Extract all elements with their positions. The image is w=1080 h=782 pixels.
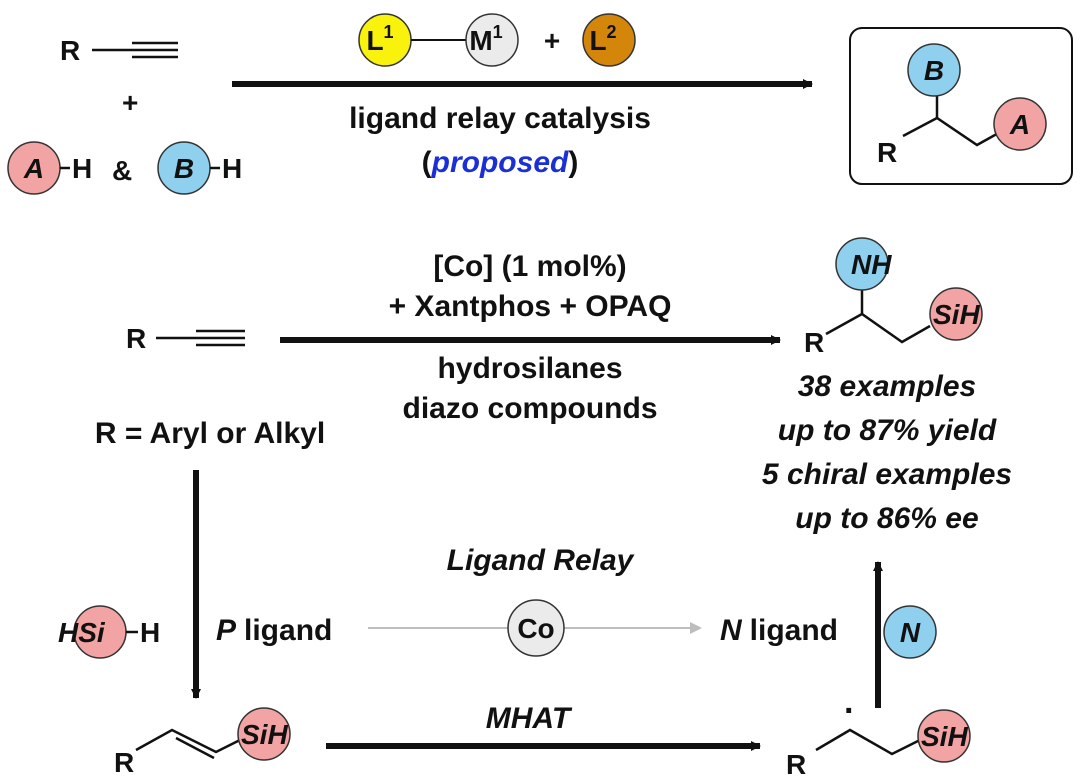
vinylsilane-skeleton — [135, 728, 245, 760]
catalysis-label: ligand relay catalysis — [349, 102, 651, 135]
metal-1-circle — [465, 13, 519, 67]
hsi-h: H — [140, 617, 160, 648]
mid-alkyne-triple-bond — [156, 329, 245, 347]
stat-chiral: 5 chiral examples — [762, 458, 1012, 491]
relay-arrowhead — [690, 622, 702, 634]
sih-circle — [929, 287, 983, 341]
mid-product-r: R — [804, 327, 824, 358]
reagent-a-h: H — [72, 153, 92, 184]
sih-label: SiH — [933, 299, 980, 330]
metal-1-label: M1 — [469, 22, 502, 56]
product-b-label: B — [924, 55, 944, 86]
product-a-circle — [993, 97, 1047, 151]
ligand-2-label: L2 — [589, 22, 616, 56]
radical-r-label: R — [786, 749, 806, 780]
ampersand: & — [112, 155, 132, 186]
catalyst-plus: + — [544, 25, 560, 56]
top-alkyne-triple-bond — [92, 41, 178, 59]
proposed-product-box — [849, 27, 1073, 185]
top-plus: + — [122, 87, 138, 118]
stat-ee: up to 86% ee — [795, 502, 978, 535]
ligand-1-label: L1 — [366, 22, 393, 56]
ligand-2-circle — [582, 13, 636, 67]
n-circle — [883, 605, 937, 659]
proposed-label: (proposed) — [422, 146, 579, 179]
radical-dot: · — [844, 692, 855, 730]
vinyl-r-label: R — [114, 747, 134, 778]
mhat-label: MHAT — [486, 702, 573, 735]
r-definition: R = Aryl or Alkyl — [95, 417, 325, 450]
proposed-product-skeleton — [902, 96, 1012, 147]
nh-circle — [835, 237, 889, 291]
nh-label: NH — [851, 249, 892, 280]
cobalt-circle — [507, 599, 565, 657]
mid-alkyne-r: R — [126, 323, 146, 354]
radical-sih-circle — [917, 709, 971, 763]
top-alkyne-r: R — [60, 35, 80, 66]
product-a-label: A — [1009, 109, 1030, 140]
reagent-a-label: A — [23, 153, 44, 184]
product-b-circle — [907, 43, 961, 97]
reagent-diazo: diazo compounds — [403, 392, 658, 425]
stat-yield: up to 87% yield — [778, 414, 997, 447]
radical-skeleton — [815, 728, 921, 756]
n-circle-label: N — [900, 617, 921, 648]
vinyl-sih-label: SiH — [241, 719, 288, 750]
condition-ligands: + Xantphos + OPAQ — [389, 290, 672, 323]
hsi-label: HSi — [58, 617, 106, 648]
reagent-hydrosilanes: hydrosilanes — [437, 352, 622, 385]
product-r-label: R — [877, 137, 897, 168]
mid-product-skeleton — [825, 290, 931, 344]
cobalt-label: Co — [517, 613, 554, 644]
stat-examples: 38 examples — [798, 370, 976, 403]
reagent-b-label: B — [174, 153, 194, 184]
vinyl-sih-circle — [237, 707, 291, 761]
reagent-b-h: H — [222, 153, 242, 184]
ligand-relay-title: Ligand Relay — [447, 544, 635, 577]
radical-sih-label: SiH — [921, 721, 968, 752]
condition-catalyst: [Co] (1 mol%) — [433, 250, 626, 283]
